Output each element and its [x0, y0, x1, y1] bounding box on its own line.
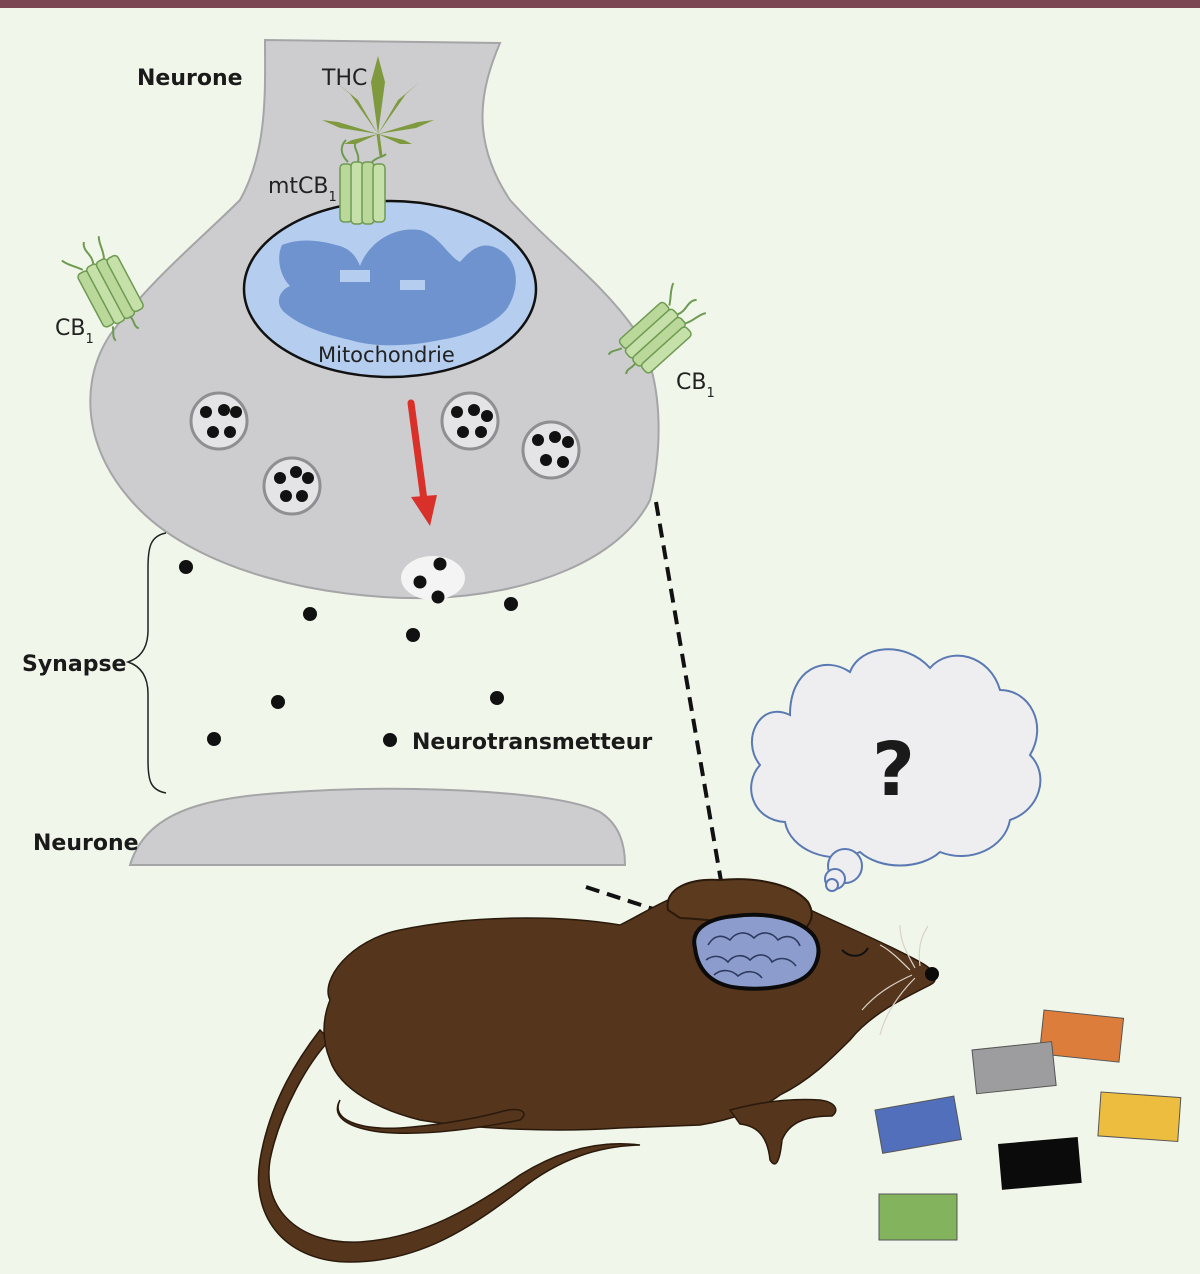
mitochondrion [242, 199, 538, 379]
mtcb1-receptor [339, 139, 387, 225]
mitochondrion-label: Mitochondrie [318, 343, 455, 367]
neurotransmitter-dot [303, 607, 317, 621]
brain-icon [692, 912, 821, 991]
mouse-tail [257, 1028, 641, 1263]
mouse-illustration [257, 878, 939, 1263]
vesicle [189, 391, 249, 451]
object-orange [1038, 1009, 1125, 1063]
vesicle [262, 456, 322, 516]
mouse-front-leg [728, 1098, 837, 1165]
release-arrow [407, 399, 437, 526]
bottom-neuron-label: Neurone [33, 831, 139, 856]
object-black [998, 1137, 1082, 1190]
object-blue [874, 1095, 963, 1154]
neurotransmitter-dot [179, 560, 193, 574]
neurotransmitter-dot [406, 628, 420, 642]
mouse-eye [841, 947, 869, 957]
top-bar [0, 0, 1200, 8]
neurotransmitter-dot [490, 691, 504, 705]
object-green [878, 1193, 958, 1241]
cb1-right-label: CB1 [676, 370, 715, 401]
postsynaptic-neuron [128, 787, 627, 866]
mitochondrion-cristae [278, 229, 516, 346]
mouse-hind-leg [336, 1099, 525, 1134]
top-neuron-label: Neurone [137, 66, 243, 91]
thought-bubble-icon [750, 648, 1042, 892]
neurotransmitter-dot [271, 695, 285, 709]
object-gray [971, 1041, 1057, 1095]
zoom-line [654, 501, 729, 917]
cb1-receptor-right [607, 282, 707, 375]
thc-label: THC [321, 66, 367, 91]
mouse-whiskers [861, 924, 929, 1036]
mtcb1-label: mtCB1 [268, 174, 337, 205]
neurotransmitter-dot [504, 597, 518, 611]
vesicle [521, 420, 581, 480]
neurotransmitter-dot [383, 733, 397, 747]
vesicle [440, 391, 500, 451]
object-yellow [1097, 1091, 1182, 1143]
neurotransmitter-label: Neurotransmetteur [412, 730, 652, 755]
fusing-vesicle [401, 556, 465, 604]
mouse-body [323, 884, 936, 1131]
cb1-receptor-left [61, 236, 144, 342]
neurotransmitters [179, 560, 518, 747]
synapse-label: Synapse [22, 652, 126, 677]
cannabis-leaf-icon [322, 56, 434, 157]
neurotransmitter-dot [207, 732, 221, 746]
cb1-left-label: CB1 [55, 316, 94, 347]
synapse-brace [125, 532, 167, 794]
question-mark: ? [872, 727, 915, 813]
mouse-nose [925, 967, 939, 981]
